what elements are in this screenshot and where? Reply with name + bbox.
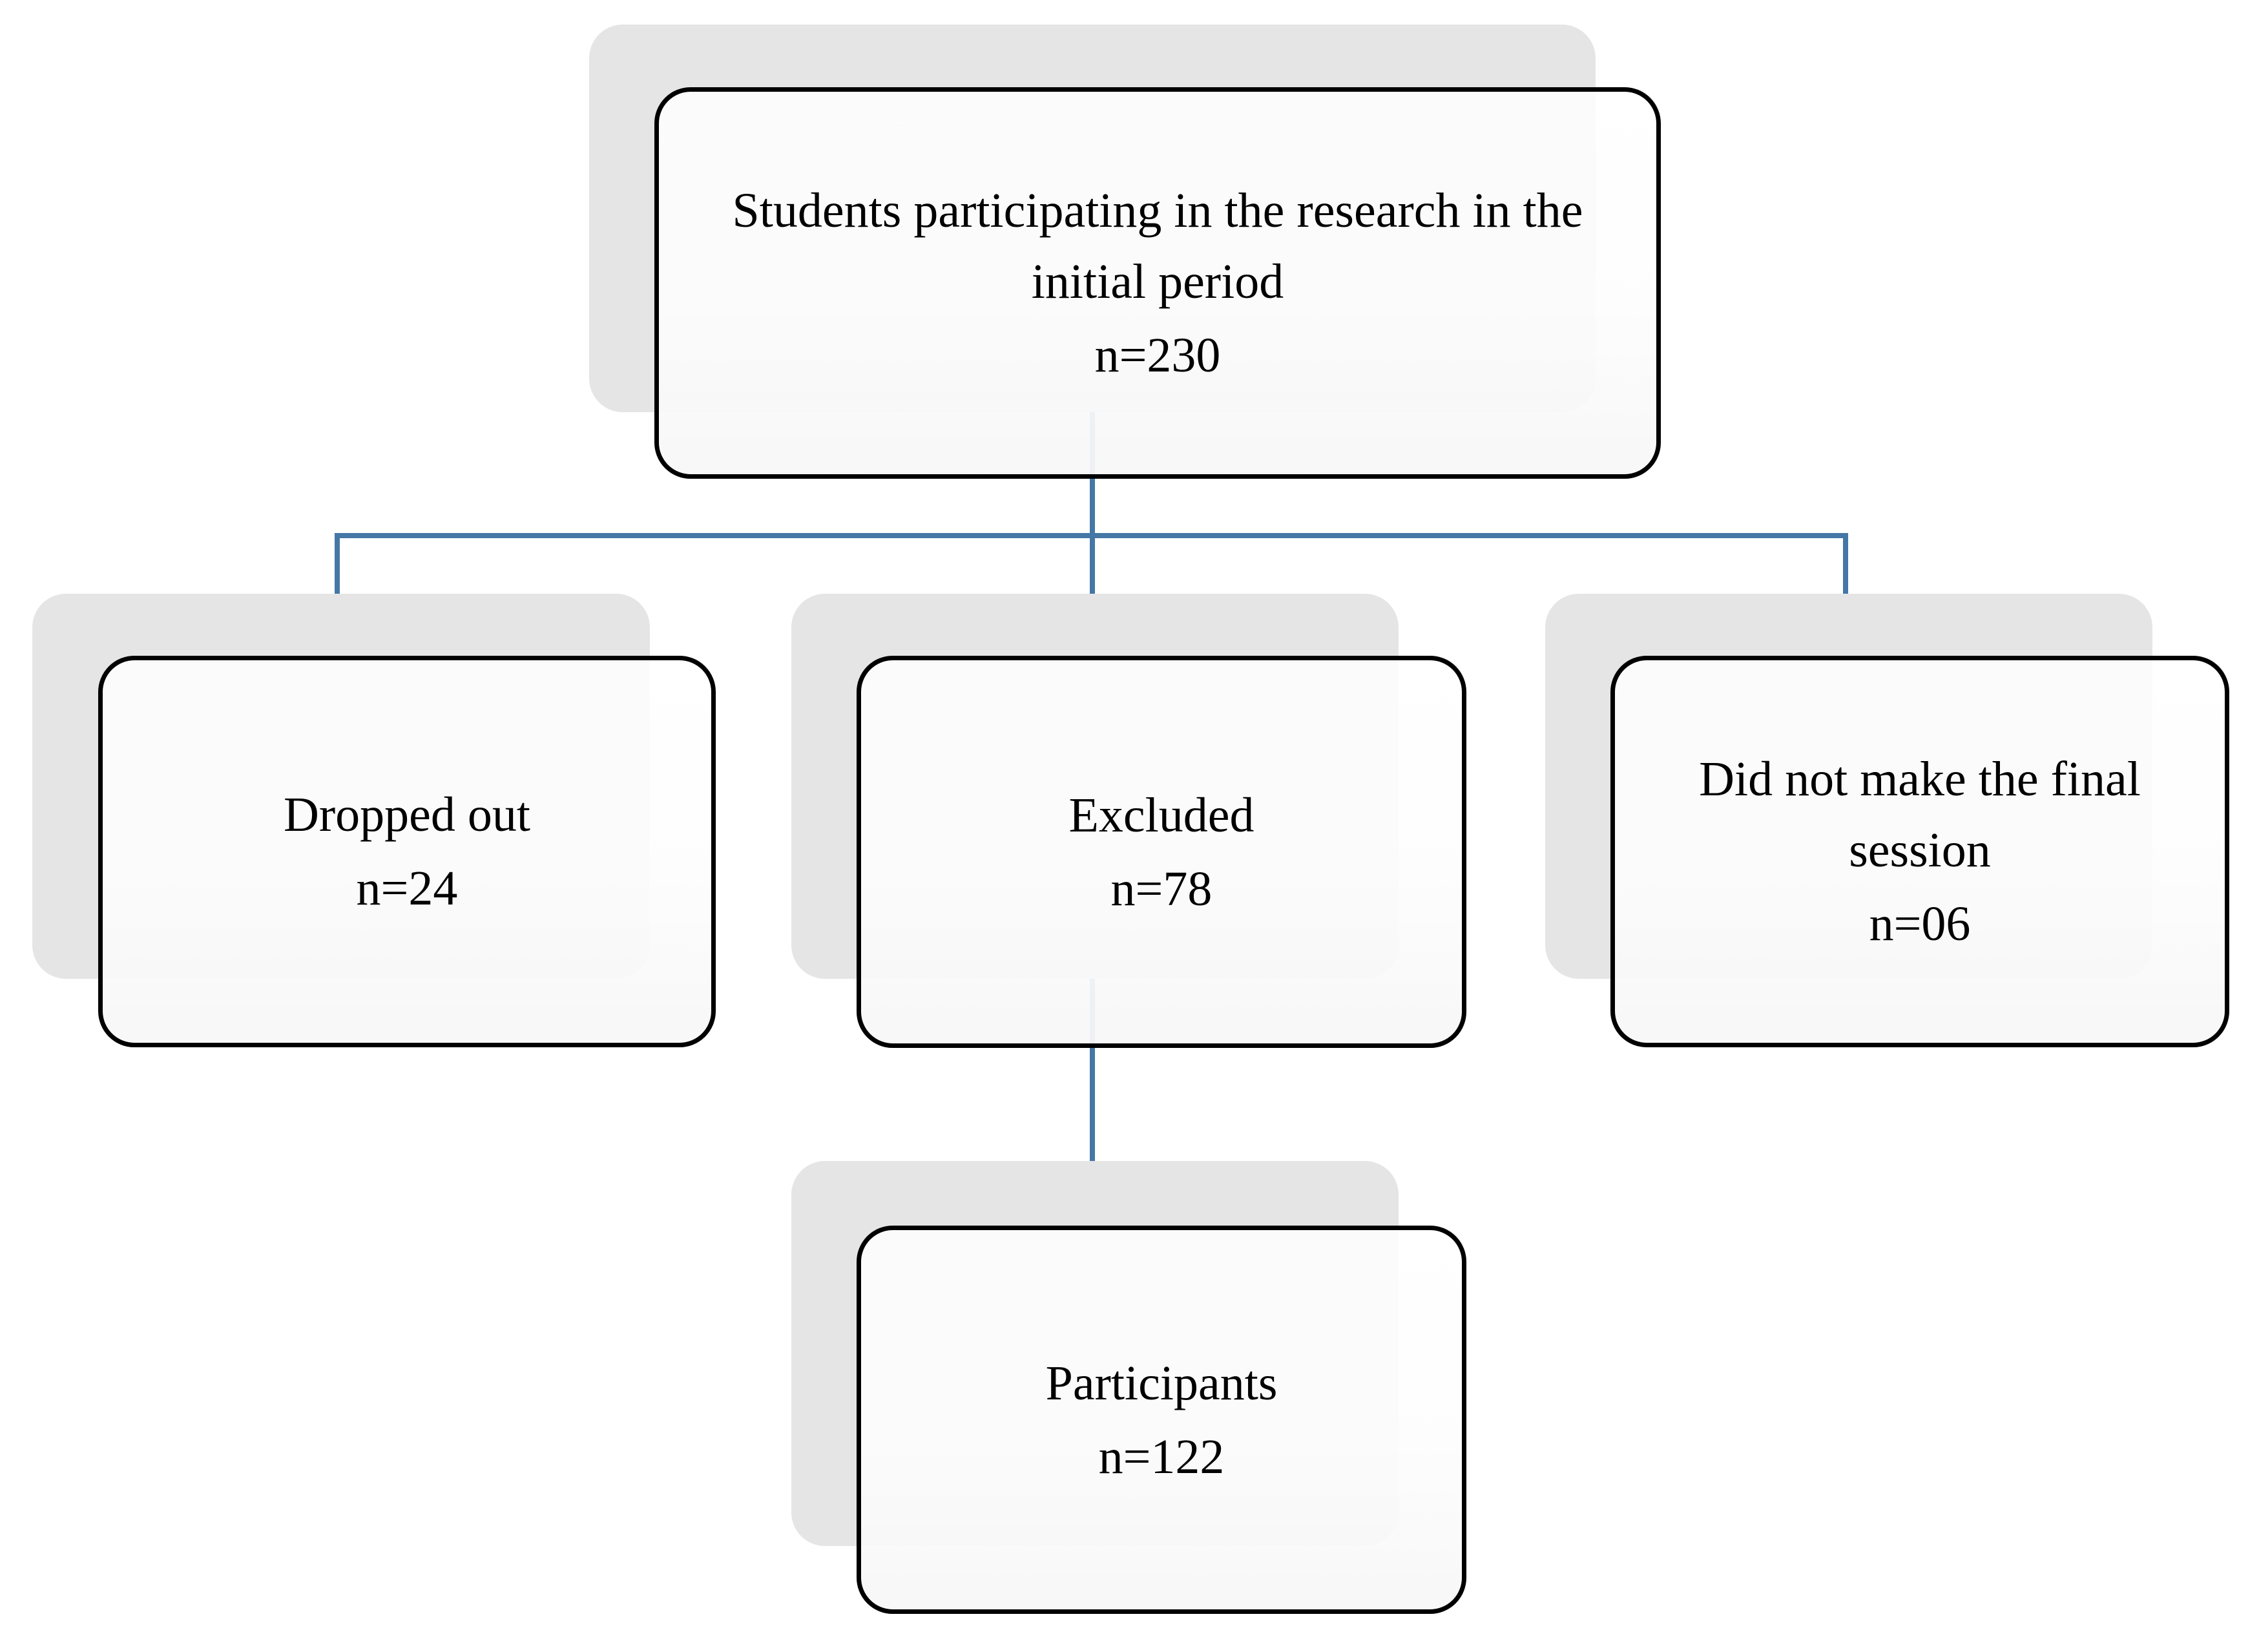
node-excluded-n: n=78 [1110, 861, 1213, 916]
node-excluded: Excluded n=78 [857, 656, 1466, 1048]
node-dropped-n: n=24 [356, 861, 458, 915]
node-participants: Participants n=122 [857, 1226, 1466, 1614]
node-dropped-text: Dropped out n=24 [284, 779, 530, 924]
node-excluded-label: Excluded [1068, 788, 1254, 842]
node-dropped-out: Dropped out n=24 [98, 656, 716, 1047]
connector-stub-final [1843, 533, 1848, 595]
node-did-not-make-final-session: Did not make the final session n=06 [1610, 656, 2229, 1047]
node-participants-text: Participants n=122 [1046, 1348, 1278, 1492]
node-dropped-label: Dropped out [283, 788, 531, 842]
node-initial-text: Students participating in the research i… [696, 175, 1619, 391]
node-participants-n: n=122 [1098, 1429, 1225, 1484]
node-initial-students: Students participating in the research i… [654, 87, 1661, 479]
node-final-text: Did not make the final session n=06 [1636, 744, 2204, 959]
node-final-label: Did not make the final session [1699, 752, 2141, 877]
connector-stub-dropped [335, 533, 340, 595]
node-participants-label: Participants [1045, 1355, 1278, 1410]
node-final-n: n=06 [1869, 897, 1971, 951]
node-initial-n: n=230 [1094, 328, 1221, 382]
node-excluded-text: Excluded n=78 [1068, 780, 1254, 925]
connector-stub-excluded [1090, 533, 1095, 595]
connector-excluded-participants [1090, 978, 1095, 1162]
node-initial-label: Students participating in the research i… [732, 183, 1583, 309]
